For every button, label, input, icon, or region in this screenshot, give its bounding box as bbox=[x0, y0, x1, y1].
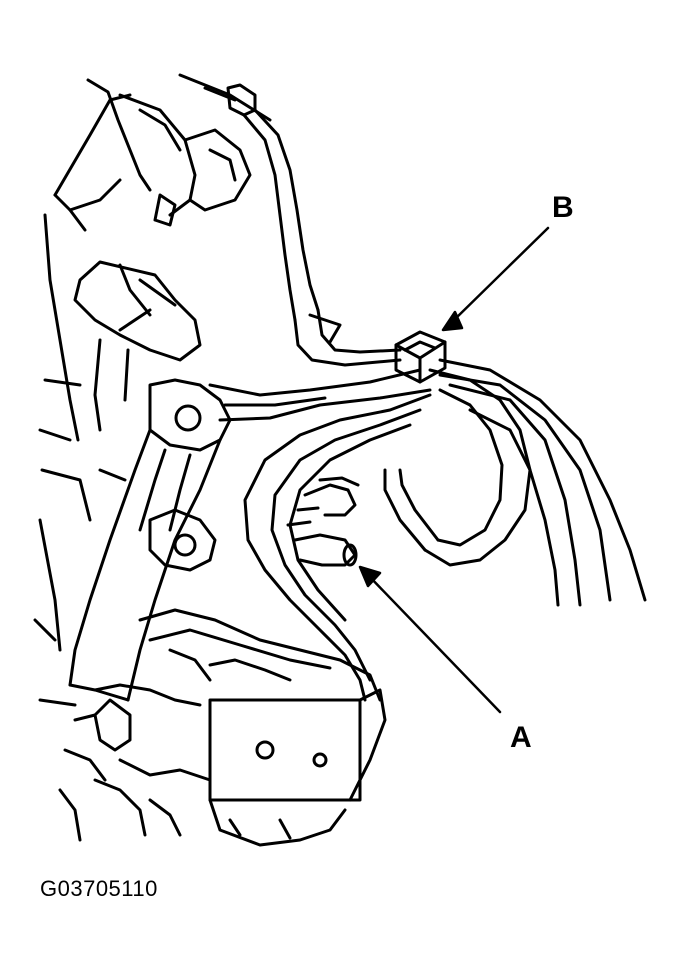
callout-label-a: A bbox=[510, 721, 532, 754]
callout-label-b: B bbox=[552, 191, 574, 224]
leader-arrows bbox=[358, 226, 550, 714]
arrow-a-head bbox=[358, 565, 382, 588]
arrow-b-leader bbox=[450, 226, 550, 324]
connector-a bbox=[286, 476, 360, 567]
arrow-b-head bbox=[441, 310, 464, 332]
figure-code: G03705110 bbox=[40, 876, 158, 901]
main-harness bbox=[208, 358, 647, 702]
upper-harness bbox=[226, 83, 402, 367]
mounting-bracket bbox=[68, 260, 232, 702]
zip-tie-b bbox=[394, 330, 447, 384]
actuator-body bbox=[58, 508, 387, 847]
arrow-a-leader bbox=[366, 573, 502, 714]
